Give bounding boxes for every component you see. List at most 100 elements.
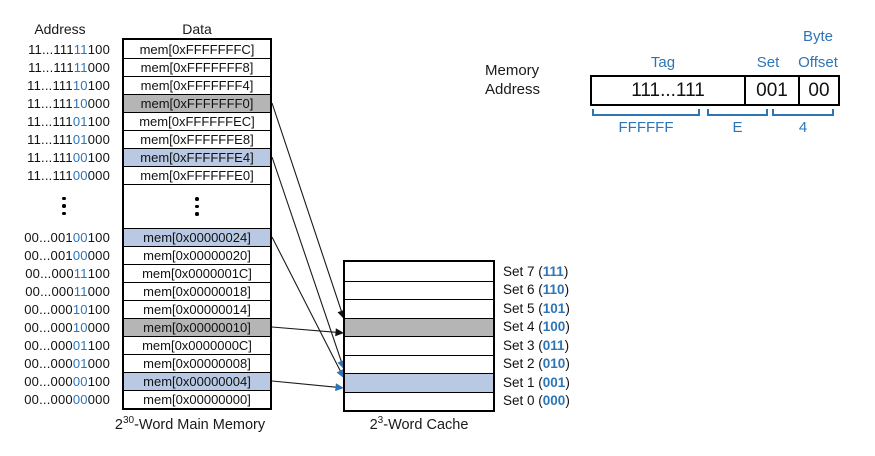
mapping-line [271, 236, 341, 372]
set-index-bits: 010 [542, 356, 566, 372]
memory-data-cell: mem[0x00000020] [124, 246, 270, 264]
set-index-bits: 101 [542, 300, 566, 316]
set-bits-highlight: 01 [72, 131, 88, 147]
mapping-line [271, 380, 337, 388]
memory-data-cell: mem[0x00000018] [124, 282, 270, 300]
tag-field: 111 ... 111 [592, 77, 746, 104]
tag-hex-value: FFFFFF [618, 119, 674, 136]
set-label: Set 1 (001) [503, 374, 570, 390]
memory-data-cell: mem[0x0000000C] [124, 336, 270, 354]
cache-set-row [345, 373, 493, 392]
set-label: Set 6 (110) [503, 282, 570, 298]
memory-data-cell: mem[0xFFFFFFFC] [139, 41, 255, 57]
main-memory-caption: 230-Word Main Memory [90, 415, 290, 433]
tag-ellipsis: ... [660, 79, 676, 101]
mapping-line [271, 102, 343, 312]
cache-set-row [345, 280, 493, 300]
memory-data-cell: mem[0xFFFFFFE0] [124, 166, 270, 184]
set-index-bits: 110 [542, 282, 565, 298]
offset-field-label: Offset [798, 54, 838, 71]
set-bits-highlight: 00 [72, 167, 88, 183]
mid-hex-brace [707, 109, 768, 116]
set-bits-highlight: 00 [72, 391, 88, 407]
set-bits-highlight: 10 [72, 77, 88, 93]
set-label: Set 5 (101) [503, 300, 570, 316]
cache-set-row [345, 336, 493, 355]
main-memory-table: mem[0xFFFFFFFC]mem[0xFFFFFFF8]mem[0xFFFF… [122, 38, 272, 410]
set-index-bits: 111 [542, 263, 564, 279]
memory-address-label: Memory Address [485, 61, 540, 99]
set-index-bits: 001 [542, 374, 566, 390]
tag-bits-left: 111 [631, 79, 661, 101]
cache-set-row [345, 262, 493, 281]
memory-data-cell: mem[0x00000004] [124, 372, 270, 390]
memory-data-cell: mem[0x0000001C] [124, 264, 270, 282]
set-bits-highlight: 00 [72, 373, 88, 389]
set-bits-highlight: 01 [72, 355, 88, 371]
address-column-header: Address [34, 21, 86, 37]
cache-set-row [345, 391, 493, 411]
memory-data-cell: mem[0xFFFFFFE8] [124, 130, 270, 148]
set-bits-highlight: 01 [72, 337, 88, 353]
set-label: Set 7 (111) [503, 263, 569, 279]
memory-data-cell: mem[0x00000010] [124, 318, 270, 336]
set-index-bits: 100 [542, 319, 566, 335]
caption-exponent: 3 [377, 415, 384, 426]
set-bits-highlight: 00 [72, 149, 88, 165]
set-bits-highlight: 11 [73, 41, 88, 57]
set-bits-highlight: 11 [73, 265, 88, 281]
mapping-line [271, 326, 337, 333]
set-bits-highlight: 01 [72, 113, 88, 129]
memory-data-cell: mem[0xFFFFFFE4] [124, 148, 270, 166]
set-label: Set 4 (100) [503, 319, 570, 335]
set-bits-highlight: 00 [72, 247, 88, 263]
set-index-bits: 011 [542, 337, 565, 353]
set-label: Set 3 (011) [503, 337, 570, 353]
tag-hex-brace [592, 109, 700, 116]
byte-offset-field: 00 [808, 79, 830, 101]
vertical-ellipsis [195, 197, 199, 216]
caption-base: 2 [114, 416, 123, 433]
vertical-ellipsis [62, 196, 66, 216]
memory-data-cell: mem[0x00000014] [124, 300, 270, 318]
tag-field-label: Tag [650, 54, 676, 71]
set-label: Set 2 (010) [503, 356, 570, 372]
tag-bits-right: 111 [675, 79, 705, 101]
set-bits-highlight: 11 [73, 59, 88, 75]
data-column-header: Data [182, 21, 212, 37]
set-label: Set 0 (000) [503, 393, 570, 409]
cache-caption: 23-Word Cache [353, 415, 485, 433]
set-bits-highlight: 10 [72, 319, 88, 335]
caption-exponent: 30 [122, 415, 135, 426]
cache-set-row [345, 299, 493, 318]
low-hex-value: 4 [798, 119, 808, 136]
set-bits-highlight: 10 [72, 301, 88, 317]
address-fields-box: 111 ... 111 001 00 [590, 75, 840, 106]
cache-set-labels: Set 7 (111) Set 6 (110) Set 5 (101) Set 4 (… [503, 262, 570, 410]
memory-address-label-line1: Memory [485, 62, 540, 79]
memory-data-cell: mem[0xFFFFFFF0] [124, 94, 270, 112]
low-hex-brace [772, 109, 834, 116]
memory-data-cell: mem[0x00000024] [124, 228, 270, 246]
set-bits-highlight: 00 [72, 229, 88, 245]
cache-table [343, 260, 495, 412]
caption-rest: -Word Main Memory [134, 416, 266, 433]
cache-set-row [345, 354, 493, 374]
memory-data-cell: mem[0x00000008] [124, 354, 270, 372]
mapping-line [271, 156, 342, 362]
memory-data-cell: mem[0xFFFFFFEC] [124, 112, 270, 130]
set-field: 001 [746, 77, 800, 104]
